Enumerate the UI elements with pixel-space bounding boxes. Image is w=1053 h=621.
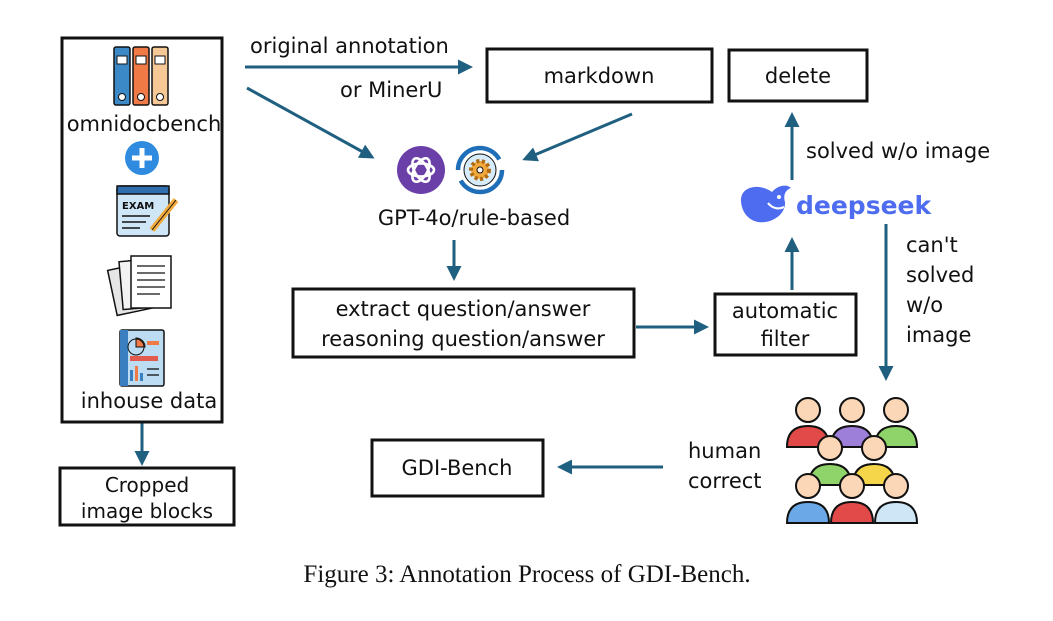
openai-logo-icon: [397, 146, 445, 194]
human-group-icon: [785, 397, 919, 524]
automatic-filter-node: automatic filter: [713, 292, 858, 357]
extract-label-line1: extract question/answer: [336, 297, 591, 321]
cropped-label-line1: Cropped: [105, 473, 189, 497]
label-cant-line1: can't: [906, 233, 958, 257]
label-cant-line2: solved: [906, 263, 974, 287]
documents-icon: [106, 255, 172, 317]
label-solved-without-image: solved w/o image: [806, 139, 990, 163]
edge-sources-to-gpt: [246, 86, 375, 159]
extract-qa-node: extract question/answer reasoning questi…: [291, 287, 636, 359]
deepseek-whale-icon: [741, 185, 791, 223]
deepseek-node: deepseek: [741, 185, 932, 223]
cropped-label-line2: image blocks: [81, 499, 213, 523]
omnidocbench-label: omnidocbench: [67, 112, 222, 136]
inhouse-label: inhouse data: [81, 389, 217, 413]
label-cant-line3: w/o: [906, 293, 943, 317]
exam-icon: EXAM: [116, 185, 179, 237]
gdi-bench-label: GDI-Bench: [402, 456, 513, 480]
label-cant-line4: image: [906, 323, 971, 347]
extract-label-line2: reasoning question/answer: [321, 327, 605, 351]
label-correct: correct: [688, 469, 762, 493]
delete-label: delete: [765, 64, 831, 88]
label-human: human: [688, 439, 761, 463]
markdown-label: markdown: [544, 64, 655, 88]
edge-markdown-to-gpt: [522, 112, 633, 162]
rule-gear-icon: [455, 145, 505, 195]
svg-text:EXAM: EXAM: [122, 201, 154, 212]
markdown-node: markdown: [485, 47, 714, 104]
report-icon: [119, 329, 165, 387]
filter-label-line2: filter: [761, 327, 810, 351]
gdi-bench-node: GDI-Bench: [370, 438, 545, 498]
label-or-mineru: or MinerU: [340, 78, 442, 102]
filter-label-line1: automatic: [732, 299, 838, 323]
deepseek-label: deepseek: [796, 191, 932, 220]
gpt-rule-based-node: GPT-4o/rule-based: [378, 145, 570, 230]
plus-icon: [125, 141, 159, 175]
delete-node: delete: [727, 48, 869, 103]
cropped-image-blocks-node: Cropped image blocks: [58, 466, 236, 527]
sources-node: omnidocbench EXAM: [60, 36, 224, 424]
figure-caption: Figure 3: Annotation Process of GDI-Benc…: [303, 561, 750, 588]
label-original-annotation: original annotation: [250, 34, 449, 58]
binders-icon: [113, 46, 169, 106]
gpt-label: GPT-4o/rule-based: [378, 206, 570, 230]
